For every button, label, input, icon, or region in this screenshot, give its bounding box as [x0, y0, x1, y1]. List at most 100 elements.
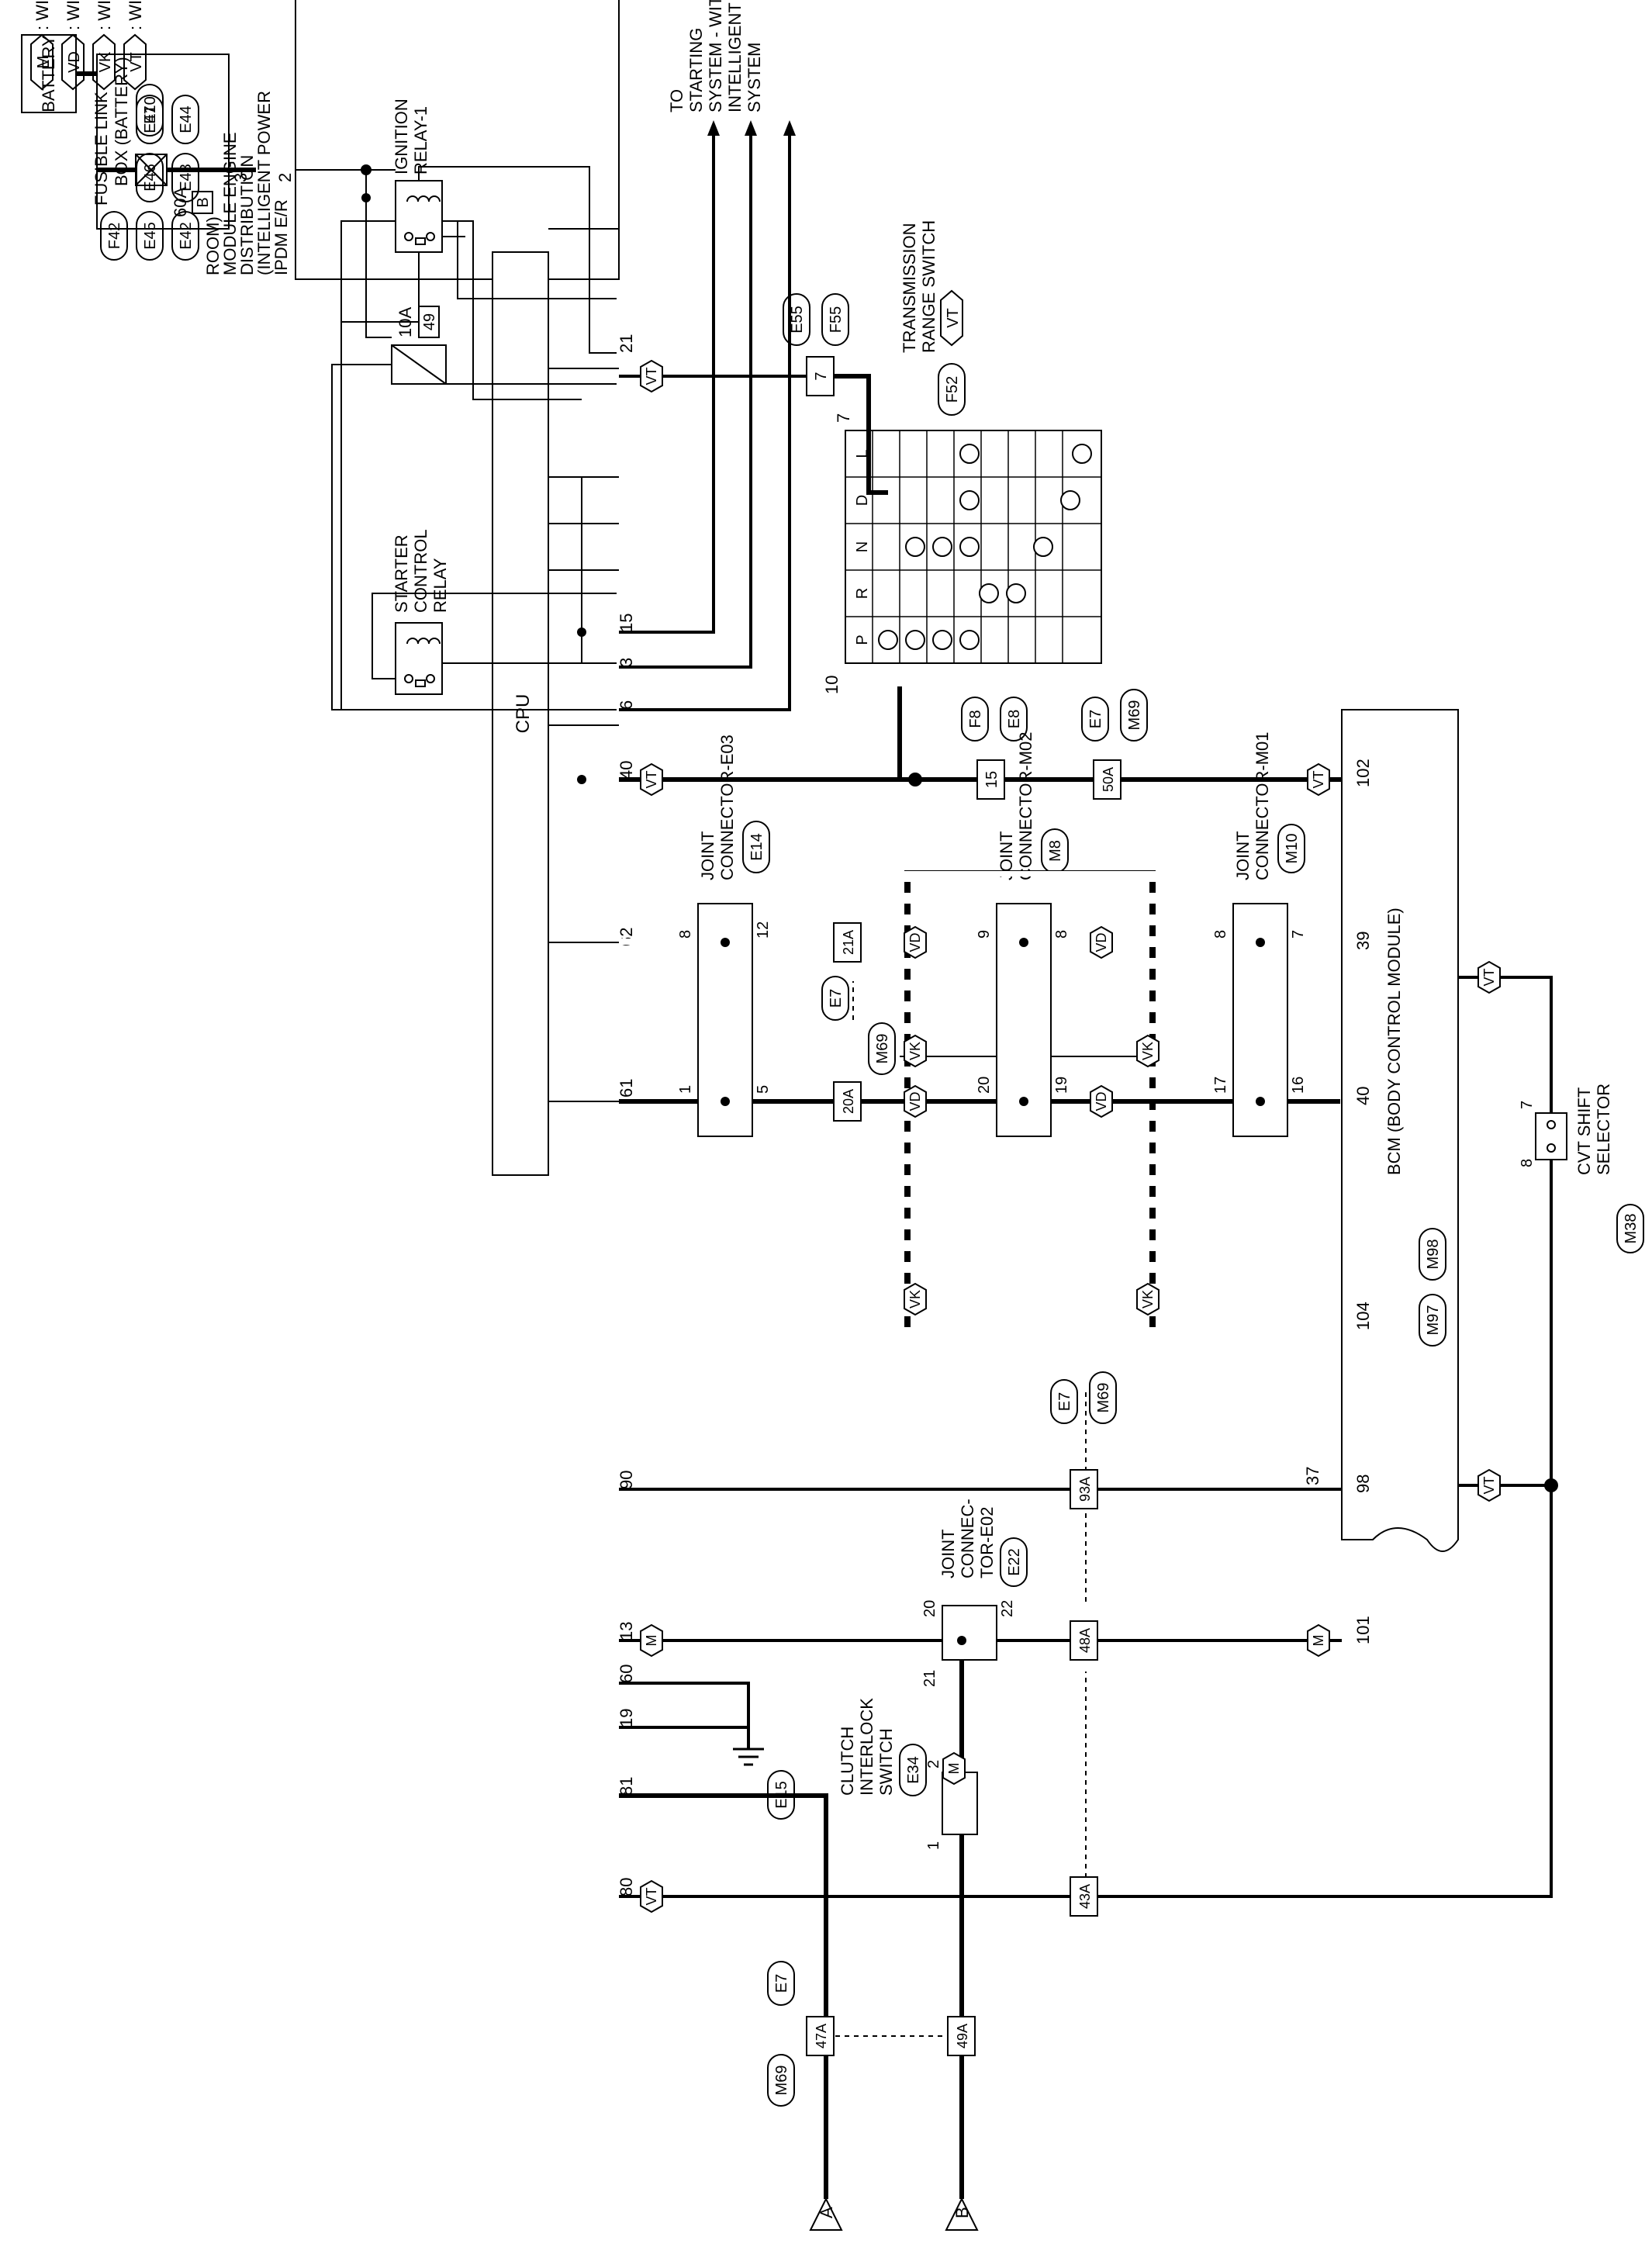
joint-connector-e02: 20 21 22 JOINT CONNEC- TOR-E02 E22 [921, 1499, 1028, 1687]
svg-text:15: 15 [983, 771, 1001, 788]
svg-text:20A: 20A [841, 1089, 856, 1114]
legend-text-m: : WITH M/T [33, 0, 52, 30]
svg-text:E46: E46 [142, 164, 159, 192]
svg-text:49A: 49A [955, 2024, 970, 2048]
svg-text:7: 7 [1519, 1101, 1536, 1109]
svg-text:STARTING: STARTING [686, 28, 706, 112]
connector-43a: 43A [1070, 1876, 1098, 1917]
svg-text:47A: 47A [814, 2024, 829, 2048]
svg-text:5: 5 [755, 1085, 772, 1094]
svg-text:RANGE SWITCH: RANGE SWITCH [919, 220, 938, 353]
fuse-10a-id: 49 [421, 313, 438, 330]
svg-text:1: 1 [677, 1085, 694, 1094]
legend-text-vd: : WITH AROUND VIEW MONITOR [64, 0, 83, 30]
svg-text:40: 40 [617, 761, 636, 780]
svg-text:7: 7 [813, 372, 830, 380]
svg-text:R: R [854, 588, 871, 599]
svg-text:M97: M97 [1425, 1305, 1442, 1336]
svg-text:6: 6 [617, 700, 636, 710]
svg-text:E7: E7 [828, 989, 845, 1008]
svg-text:F52: F52 [944, 376, 961, 403]
svg-text:IGNITION: IGNITION [392, 99, 411, 175]
tags: VT VT VT VT VT VT M M M VD VD VD VD VK V… [640, 359, 1501, 1914]
offpage-connector-a: A [809, 2197, 843, 2231]
svg-text:CONNECTOR-M01: CONNECTOR-M01 [1253, 731, 1272, 880]
svg-text:61: 61 [617, 1079, 636, 1098]
svg-text:E10: E10 [142, 96, 159, 124]
svg-text:15: 15 [617, 614, 636, 632]
cpu-label: CPU [513, 694, 534, 734]
clutch-interlock-switch: 1 2 CLUTCH INTERLOCK SWITCH E34 [838, 1698, 978, 1850]
svg-text:8: 8 [677, 930, 694, 939]
svg-text:E7: E7 [773, 1974, 790, 1993]
legend-text-vk: : WITHOUT AROUND VIEW MONITOR [95, 0, 114, 30]
svg-text:13: 13 [617, 1622, 636, 1640]
svg-text:VT: VT [1481, 1476, 1497, 1494]
vk-bypass-loop [904, 870, 1156, 1334]
svg-text:M: M [644, 1635, 659, 1647]
svg-text:21: 21 [617, 334, 636, 353]
svg-text:102: 102 [1353, 759, 1373, 787]
bcm-module: BCM (BODY CONTROL MODULE) M97 M98 102 10… [1303, 709, 1459, 1644]
svg-text:7: 7 [834, 413, 853, 423]
svg-text:TOR-E02: TOR-E02 [977, 1506, 997, 1578]
svg-text:SELECTOR: SELECTOR [1594, 1084, 1613, 1175]
rotated-diagram: M : WITH M/T VD : WITH AROUND VIEW MONIT… [21, 0, 1644, 2231]
svg-text:104: 104 [1353, 1302, 1373, 1330]
svg-text:E22: E22 [1006, 1548, 1023, 1576]
svg-text:101: 101 [1353, 1616, 1373, 1644]
cvt-shift-selector: 7 8 CVT SHIFT SELECTOR M38 [1519, 1084, 1644, 1253]
svg-text:M69: M69 [773, 2066, 790, 2096]
legend: M : WITH M/T VD : WITH AROUND VIEW MONIT… [30, 0, 147, 91]
svg-text:E7: E7 [1087, 710, 1104, 728]
svg-text:E45: E45 [142, 222, 159, 250]
joint-connector-e03: 1 5 8 12 JOINT CONNECTOR-E03 E14 [677, 735, 772, 1137]
connector-47a: 47A E7 M69 [767, 1961, 835, 2107]
svg-text:STARTER: STARTER [392, 534, 411, 613]
svg-text:22: 22 [999, 1600, 1016, 1617]
svg-text:M8: M8 [1047, 840, 1064, 862]
ipdm-title: IPDM E/R (INTELLIGENT POWER DISTRIBUTION… [203, 91, 291, 275]
svg-text:D: D [854, 495, 871, 506]
cpu-box [492, 251, 549, 1176]
svg-text:VD: VD [66, 51, 83, 73]
svg-text:E47: E47 [142, 105, 159, 133]
svg-text:19: 19 [1053, 1077, 1070, 1094]
svg-text:16: 16 [1290, 1077, 1307, 1094]
connector-48a: 48A [1070, 1620, 1098, 1661]
connector-93a: 93A E7 M69 [1050, 1371, 1117, 1509]
svg-text:E14: E14 [748, 833, 766, 861]
joint-connector-m01: 17 16 8 7 JOINT CONNECTOR-M01 M10 [1212, 731, 1307, 1137]
svg-text:VK: VK [907, 1042, 923, 1060]
svg-text:80: 80 [617, 1878, 636, 1896]
svg-text:CVT SHIFT: CVT SHIFT [1574, 1087, 1594, 1175]
fusible-link-title-1: FUSIBLE LINK [92, 92, 111, 206]
external-wiring [619, 136, 1553, 2199]
svg-text:F42: F42 [106, 223, 123, 249]
svg-text:JOINT: JOINT [698, 831, 717, 880]
ipdm-connectors: E42 E43 E44 E45 E46 E47 F42 [100, 95, 199, 261]
svg-text:CONTROL: CONTROL [411, 529, 430, 613]
svg-text:VK: VK [1140, 1042, 1156, 1060]
svg-text:19: 19 [617, 1709, 636, 1727]
svg-text:VD: VD [907, 1091, 923, 1111]
svg-text:INTELLIGENT KEY: INTELLIGENT KEY [725, 0, 745, 112]
svg-text:M69: M69 [1126, 700, 1143, 731]
svg-text:60: 60 [617, 1665, 636, 1683]
svg-text:48A: 48A [1077, 1628, 1093, 1653]
svg-text:INTERLOCK: INTERLOCK [857, 1698, 876, 1796]
svg-text:M: M [35, 56, 52, 69]
svg-text:CONNECTOR-M02: CONNECTOR-M02 [1016, 731, 1035, 880]
svg-text:43A: 43A [1077, 1884, 1093, 1909]
svg-text:VD: VD [907, 932, 923, 952]
svg-text:ROOM): ROOM) [203, 216, 223, 275]
svg-text:20: 20 [921, 1600, 938, 1617]
connector-e55-7: 7 E55 F55 [783, 293, 849, 396]
svg-text:IPDM E/R: IPDM E/R [271, 199, 291, 275]
svg-text:E42: E42 [178, 222, 195, 250]
svg-text:JOINT: JOINT [1233, 831, 1253, 880]
svg-text:VD: VD [1094, 932, 1109, 952]
svg-text:VK: VK [97, 51, 114, 72]
svg-text:BCM (BODY CONTROL MODULE): BCM (BODY CONTROL MODULE) [1384, 908, 1404, 1175]
ipdm-pin-labels: 21 15 3 6 40 61 62 90 13 60 19 81 80 [617, 334, 636, 1896]
